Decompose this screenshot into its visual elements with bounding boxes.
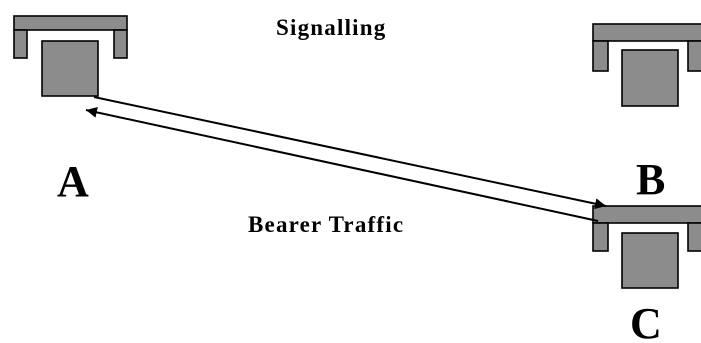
node-c-label: C: [630, 299, 662, 343]
bearer-link-a-to-c: [93, 96, 607, 210]
node-a-label: A: [57, 157, 89, 206]
bearer-traffic-label: Bearer Traffic: [248, 212, 404, 237]
terminal-a-icon: [13, 15, 128, 97]
terminal-b-icon: [592, 23, 701, 107]
bearer-link-c-to-a: [85, 106, 599, 222]
node-b-label: B: [636, 155, 665, 204]
signalling-label: Signalling: [276, 15, 386, 40]
terminal-c-icon: [592, 205, 701, 289]
